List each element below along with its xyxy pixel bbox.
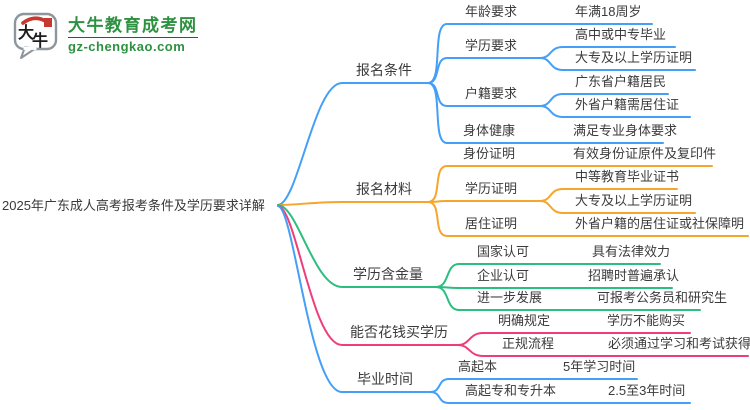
- leaf-legal-effect: 具有法律效力: [592, 244, 671, 259]
- logo-char-1: 大: [18, 23, 34, 42]
- logo-brand-text: 大牛教育成考网: [68, 15, 198, 35]
- edge-center-branch1: [277, 82, 429, 206]
- edge-branch2-child3: [427, 201, 749, 237]
- branch1-child2-label: 学历要求: [465, 38, 518, 53]
- leaf-five-years: 5年学习时间: [563, 359, 636, 374]
- edge-center-branch3: [277, 204, 437, 288]
- leaf-age-requirement: 年满18周岁: [575, 4, 642, 19]
- branch1-label: 报名条件: [356, 62, 412, 78]
- branch3-child2-label: 企业认可: [477, 268, 530, 283]
- branch2-child2-label: 学历证明: [465, 181, 518, 196]
- edge-center-branch4: [277, 205, 459, 346]
- central-topic: 2025年广东成人高考报考条件及学历要求详解: [2, 198, 265, 213]
- branch1-child1-label: 年龄要求: [465, 4, 518, 19]
- branch2-child3-label: 居住证明: [465, 216, 518, 231]
- branch4-child1-label: 明确规定: [498, 313, 551, 328]
- edge-branch2-child2: [427, 200, 541, 203]
- branch4-label: 能否花钱买学历: [350, 324, 448, 340]
- edge-center-branch2: [277, 201, 429, 206]
- leaf-must-study-exams: 必须通过学习和考试获得: [608, 336, 750, 351]
- branch4-child2-label: 正规流程: [502, 336, 555, 351]
- edge-branch3-child3: [435, 286, 701, 311]
- branch5-label: 毕业时间: [357, 371, 413, 387]
- leaf-secondary-diploma: 中等教育毕业证书: [575, 169, 680, 184]
- logo-seal: [44, 18, 52, 27]
- edge-branch1-child2-leaf2: [539, 57, 696, 71]
- edge-branch4-child2: [457, 344, 749, 357]
- branch3-child1-label: 国家认可: [477, 244, 530, 259]
- leaf-college-proof: 大专及以上学历证明: [575, 193, 693, 208]
- leaf-edu-college-proof: 大专及以上学历证明: [575, 50, 693, 65]
- logo-domain-text: gz-chengkao.com: [68, 36, 198, 55]
- edge-branch1-child2: [427, 57, 541, 84]
- leaf-hukou-other-province: 外省户籍需居住证: [575, 97, 680, 112]
- branch5-child1-label: 高起本: [458, 359, 498, 374]
- edge-branch5-child2: [429, 391, 691, 404]
- branch2-label: 报名材料: [356, 181, 412, 197]
- edge-group: [277, 23, 749, 404]
- leaf-cannot-buy-degree: 学历不能购买: [607, 313, 686, 328]
- leaf-health-requirement: 满足专业身体要求: [573, 123, 678, 138]
- leaf-id-documents: 有效身份证原件及复印件: [573, 146, 717, 161]
- leaf-two-half-three-years: 2.5至3年时间: [608, 383, 686, 398]
- edge-branch1-child4: [427, 82, 664, 144]
- site-logo[interactable]: 大 牛 大牛教育成考网 gz-chengkao.com: [12, 10, 198, 60]
- branch1-child4-label: 身体健康: [463, 123, 516, 138]
- logo-bubble-icon: 大 牛: [13, 12, 58, 59]
- branch3-label: 学历含金量: [353, 266, 423, 282]
- edge-branch3-child2: [435, 286, 673, 289]
- branch3-child3-label: 进一步发展: [477, 290, 543, 305]
- leaf-edu-highschool: 高中或中专毕业: [575, 27, 667, 42]
- logo-char-2: 牛: [32, 31, 48, 50]
- branch2-child1-label: 身份证明: [463, 146, 516, 161]
- leaf-residence-permit: 外省户籍的居住证或社保障明: [575, 216, 745, 231]
- edge-branch1-child3-leaf2: [539, 105, 691, 118]
- leaf-civil-service-postgrad: 可报考公务员和研究生: [597, 290, 728, 305]
- edge-branch2-child1: [427, 165, 713, 203]
- branch5-child2-label: 高起专和专升本: [465, 383, 557, 398]
- edge-center-branch5: [277, 205, 431, 393]
- branch1-child3-label: 户籍要求: [465, 86, 518, 101]
- leaf-hukou-guangdong: 广东省户籍居民: [575, 74, 667, 89]
- edge-branch2-child2-leaf2: [539, 200, 696, 214]
- leaf-employer-recognition: 招聘时普遍承认: [588, 268, 680, 283]
